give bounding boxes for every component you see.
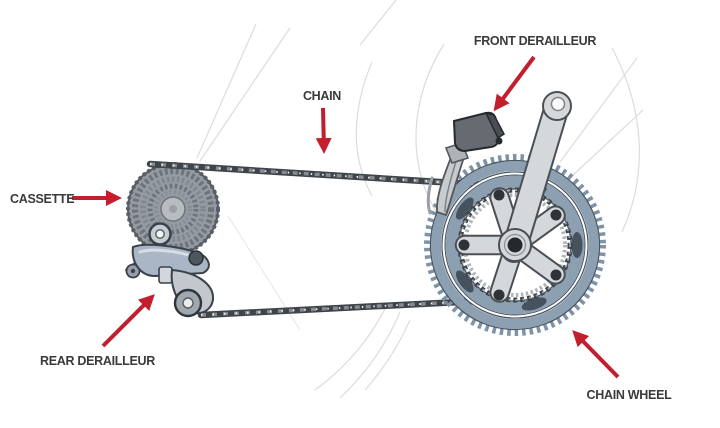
rear-derailleur-illustration: [124, 222, 215, 318]
crank-arm: [501, 91, 572, 263]
chain-wheel-illustration: [424, 91, 606, 336]
frame-ghost-lines: [196, 0, 644, 399]
front-derailleur-label: FRONT DERAILLEUR: [474, 34, 597, 48]
chain-wheel-label: CHAIN WHEEL: [587, 388, 673, 402]
chain-label: CHAIN: [303, 89, 341, 103]
cassette-label: CASSETTE: [10, 192, 74, 206]
chainring-bolts: [458, 189, 562, 301]
rear-derailleur-arrow: [101, 294, 155, 348]
chain-arrow: [315, 107, 332, 154]
rear-derailleur-label: REAR DERAILLEUR: [40, 354, 155, 368]
chain-wrap: [457, 187, 573, 303]
cassette-illustration: [126, 162, 220, 256]
callouts: FRONT DERAILLEUR CHAIN CASSETTE REAR DER…: [10, 34, 672, 402]
chain-wheel-arrow: [572, 330, 620, 379]
front-derailleur-illustration: [426, 111, 505, 217]
front-derailleur-arrow: [493, 55, 536, 112]
